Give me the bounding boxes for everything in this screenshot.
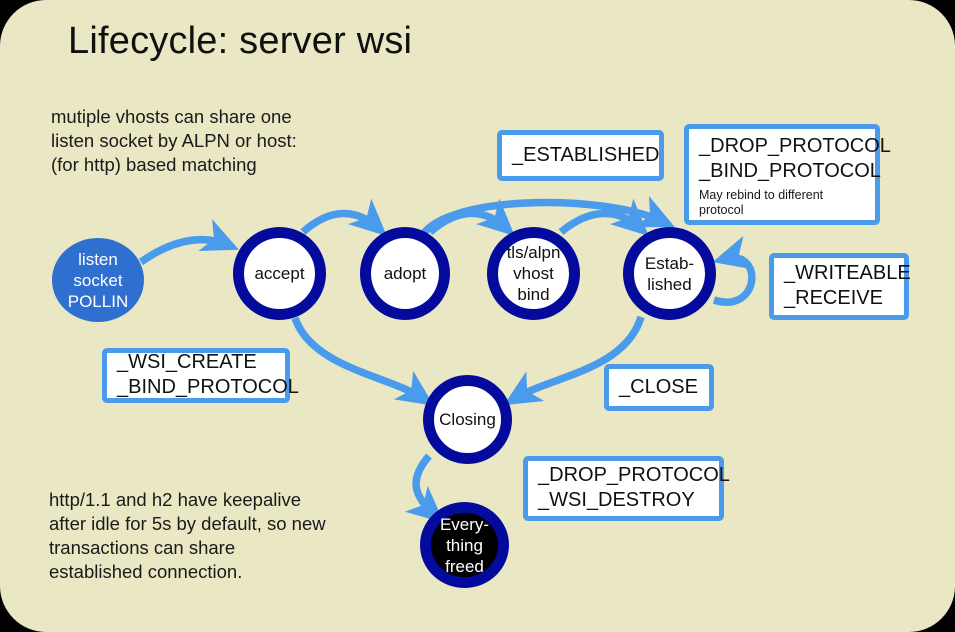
edge-established-self-loop [712, 235, 756, 306]
edge-accept-to-closing [291, 316, 434, 406]
callout-writeable-receive-text: _WRITEABLE _RECEIVE [784, 262, 911, 309]
edge-adopt-to-tls [427, 198, 515, 237]
callout-drop-protocol-wsi-destroy[interactable]: _DROP_PROTOCOL _WSI_DESTROY [523, 456, 730, 521]
note-vhosts: mutiple vhosts can share one listen sock… [51, 106, 297, 175]
edge-listen-to-accept [138, 219, 240, 266]
edge-accept-to-adopt [300, 198, 387, 237]
state-node-adopt[interactable]: adopt [360, 227, 450, 320]
state-node-established-label: Estab- lished [644, 253, 695, 294]
note-keepalive: http/1.1 and h2 have keepalive after idl… [49, 489, 326, 582]
state-node-everything-freed-label: Every- thing freed [439, 514, 490, 576]
state-node-listen-socket-label: listen socket POLLIN [67, 249, 129, 311]
callout-drop-bind-protocol-text: _DROP_PROTOCOL _BIND_PROTOCOL [699, 135, 891, 182]
edge-closing-to-freed [405, 453, 445, 523]
callout-close-text: _CLOSE [619, 375, 698, 398]
edge-tls-to-established [558, 198, 649, 237]
state-node-established[interactable]: Estab- lished [623, 227, 716, 320]
state-node-tls-alpn-vhost-bind[interactable]: tls/alpn vhost bind [487, 227, 580, 320]
state-node-adopt-label: adopt [383, 264, 427, 283]
callout-drop-bind-protocol[interactable]: _DROP_PROTOCOL _BIND_PROTOCOL May rebind… [684, 124, 891, 225]
callout-established-text: _ESTABLISHED [512, 143, 660, 166]
callout-established[interactable]: _ESTABLISHED [497, 130, 664, 181]
callout-writeable-receive[interactable]: _WRITEABLE _RECEIVE [769, 253, 911, 320]
state-node-accept-label: accept [254, 264, 305, 283]
callout-drop-protocol-wsi-destroy-text: _DROP_PROTOCOL _WSI_DESTROY [538, 464, 730, 511]
state-node-listen-socket[interactable]: listen socket POLLIN [52, 238, 144, 322]
page-title: Lifecycle: server wsi [68, 20, 413, 62]
state-node-tls-alpn-vhost-bind-label: tls/alpn vhost bind [506, 243, 561, 304]
state-node-closing-label: Closing [439, 410, 496, 429]
callout-wsi-create-bind-protocol-text: _WSI_CREATE _BIND_PROTOCOL [117, 351, 299, 398]
state-node-accept[interactable]: accept [233, 227, 326, 320]
callout-close[interactable]: _CLOSE [604, 364, 714, 411]
callout-wsi-create-bind-protocol[interactable]: _WSI_CREATE _BIND_PROTOCOL [102, 348, 299, 403]
state-node-everything-freed[interactable]: Every- thing freed [420, 502, 509, 588]
state-node-closing[interactable]: Closing [423, 375, 512, 464]
callout-drop-bind-protocol-subtext: May rebind to different protocol [699, 188, 824, 217]
